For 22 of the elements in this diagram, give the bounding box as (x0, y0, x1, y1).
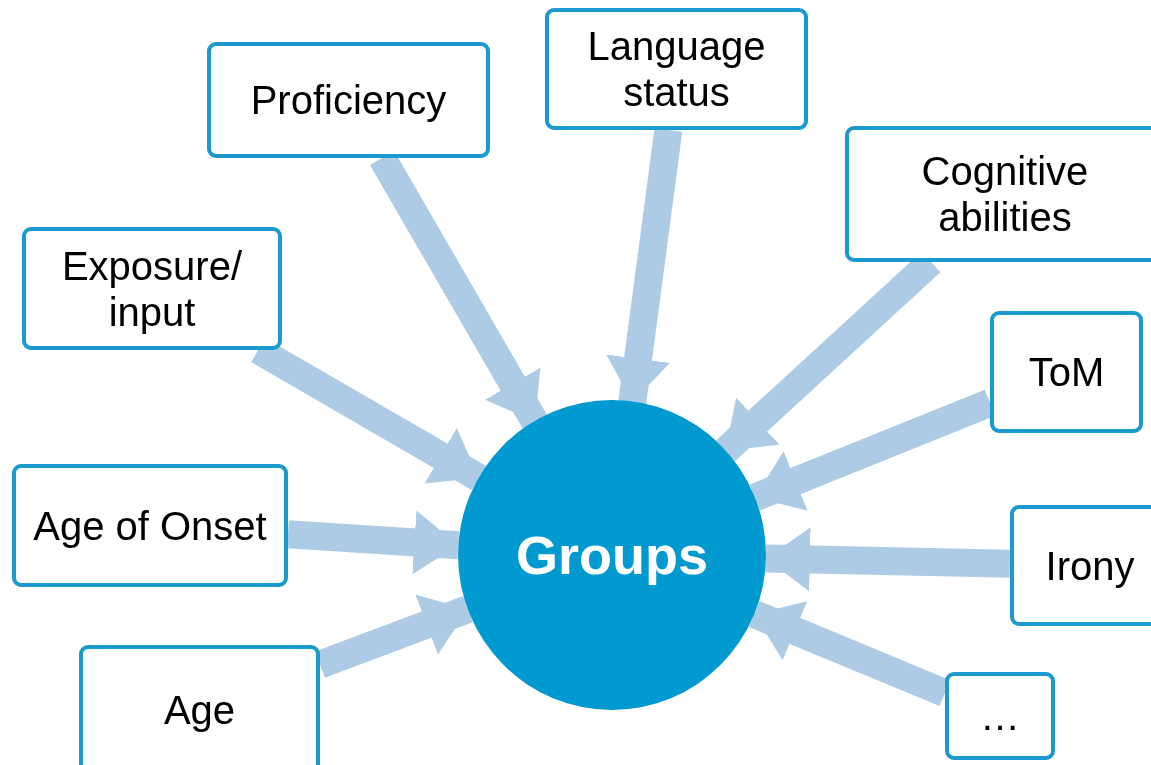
factor-label: Proficiency (250, 77, 447, 123)
arrow (606, 128, 683, 405)
arrow (287, 510, 460, 575)
factor-label: Age of Onset (33, 502, 267, 549)
arrow (765, 527, 1011, 592)
factor-box (207, 42, 490, 158)
factor-label: Exposure/ input (60, 242, 244, 335)
factor-label: Irony (1045, 542, 1135, 589)
factor-label: Age (163, 687, 236, 733)
factor-box (945, 672, 1055, 760)
factor-box (12, 464, 288, 587)
factor-box (22, 227, 282, 350)
factor-box (845, 126, 1151, 262)
center-label: Groups (516, 524, 708, 586)
factor-box (79, 645, 320, 765)
factor-label: … (980, 693, 1020, 739)
factor-label: Language status (586, 23, 767, 115)
factor-box (545, 8, 808, 130)
factor-box (990, 311, 1143, 433)
factor-box (1010, 505, 1151, 626)
factor-label: ToM (1028, 349, 1105, 395)
factor-label: Cognitive abilities (920, 148, 1090, 240)
